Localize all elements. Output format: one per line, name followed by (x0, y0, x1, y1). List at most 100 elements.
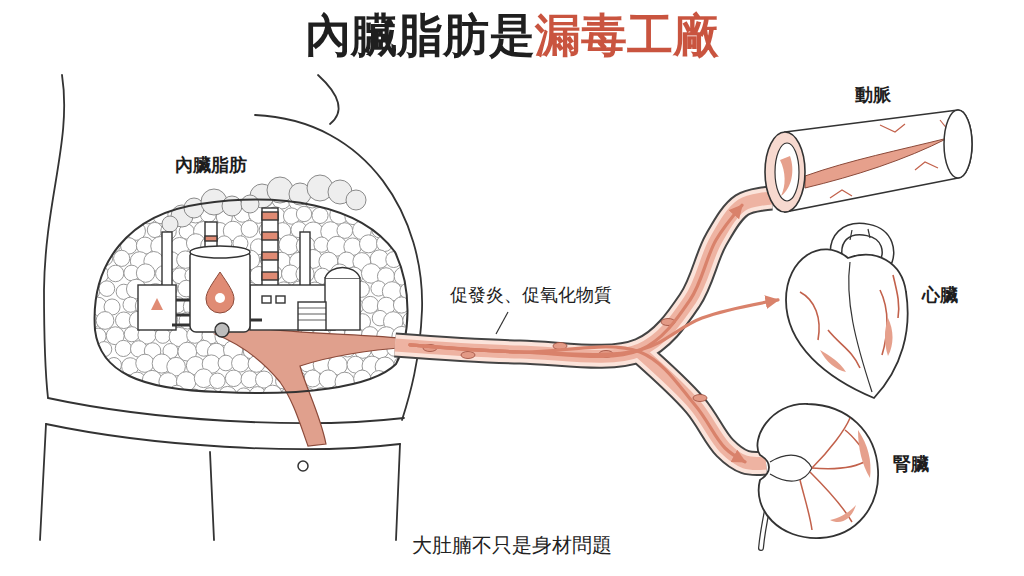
torso-outline (44, 75, 64, 398)
fat-cell (80, 193, 96, 209)
organ-label: 腎臟 (893, 453, 929, 475)
fat-cell (112, 192, 131, 211)
pipe (176, 314, 190, 317)
fat-cell (210, 373, 225, 388)
body-figure (40, 75, 422, 540)
fat-cell (140, 385, 156, 401)
fat-cell (346, 386, 364, 404)
fat-cell (361, 388, 376, 403)
blood-flow (395, 198, 772, 356)
fat-cell (218, 386, 237, 405)
kidney-damage (830, 505, 856, 522)
fat-cell (330, 388, 347, 405)
pants-button (298, 461, 308, 471)
fat-cell (103, 235, 121, 253)
fat-cell (241, 220, 258, 237)
artery-end (944, 110, 972, 178)
kidney-body (757, 404, 878, 538)
storage-tank (325, 278, 360, 330)
flow-arrow (410, 205, 742, 356)
fat-cell (377, 235, 393, 251)
door-slat (298, 314, 326, 315)
chimney-stripe (262, 232, 278, 240)
fat-cell (378, 386, 395, 403)
fat-cell (147, 191, 164, 208)
fat-cell (394, 237, 411, 254)
smoke-cloud (241, 195, 259, 213)
fat-cell (403, 312, 419, 328)
fat-cell (249, 387, 265, 403)
fat-cell (399, 370, 417, 388)
vessel-wall (640, 352, 766, 463)
arm-outline (318, 75, 339, 124)
title-area: 內臟脂肪是漏毒工廠 (0, 8, 1024, 63)
fat-region: 內臟脂肪 (88, 150, 410, 420)
pants-seam (210, 452, 214, 540)
fat-cell (394, 356, 412, 374)
blood-flow (640, 352, 766, 463)
artery-crack (915, 162, 938, 170)
kidney-organ (757, 404, 878, 548)
heart-organ (786, 229, 908, 398)
storage-tank (138, 285, 176, 330)
pants-outline (396, 444, 400, 540)
fat-cell (263, 385, 282, 404)
kidney-vein (800, 480, 812, 530)
fat-cell (236, 388, 252, 404)
pipe (250, 319, 262, 322)
fat-cell (395, 209, 410, 224)
kidney-vein (812, 418, 850, 468)
flow-arrow (410, 345, 745, 462)
kidney-vein (812, 460, 868, 469)
heart-vein (893, 275, 899, 318)
fat-cell (152, 386, 169, 403)
heart-damage (885, 318, 893, 356)
fat-cell (401, 249, 420, 268)
fat-cell (401, 221, 419, 239)
fat-cell (370, 190, 387, 207)
fat-cell (121, 206, 139, 224)
renal-pelvis (770, 455, 812, 481)
window (276, 296, 285, 303)
toxic-drop-icon (206, 272, 234, 313)
artery-body (785, 110, 972, 212)
fat-cell (202, 388, 218, 404)
fat-cell (96, 372, 115, 391)
caption: 大肚腩不只是身材問題 (412, 533, 612, 557)
blood-particle (461, 352, 475, 359)
chimney-stripe (262, 212, 278, 220)
leader-line (496, 312, 508, 334)
fat-cell (115, 340, 131, 356)
fat-cell (103, 384, 122, 403)
callout-label: 促發炎、促氧化物質 (448, 284, 614, 306)
blood-particle (693, 395, 707, 402)
waistband-line (46, 424, 400, 449)
artery-crack (830, 190, 852, 198)
fat-cell (124, 327, 139, 342)
fat-cell (362, 296, 379, 313)
chimney (300, 232, 310, 292)
fat-cell (99, 281, 115, 297)
chimney-stripe (205, 236, 217, 241)
artery-node: 動脈 (742, 82, 988, 222)
smoke-cloud (346, 190, 366, 210)
fat-cell (393, 387, 409, 403)
fat-cell (114, 250, 130, 266)
fat-cell (376, 203, 396, 223)
fat-cell (225, 370, 242, 387)
fat-cell (83, 370, 100, 387)
fat-cell (122, 387, 140, 405)
chimney-stripe (262, 272, 278, 280)
fat-cell (83, 250, 100, 267)
fat-cell (362, 209, 378, 225)
heart-vein (800, 292, 819, 340)
fat-cell (96, 312, 114, 330)
fat-cell (82, 341, 100, 359)
artery-lumen (775, 143, 799, 201)
fat-cell (129, 192, 147, 210)
door-slat (298, 308, 326, 309)
main-tank (190, 250, 250, 332)
pipe (172, 324, 190, 327)
vessel-lumen (640, 352, 766, 463)
fat-cell (82, 219, 102, 239)
